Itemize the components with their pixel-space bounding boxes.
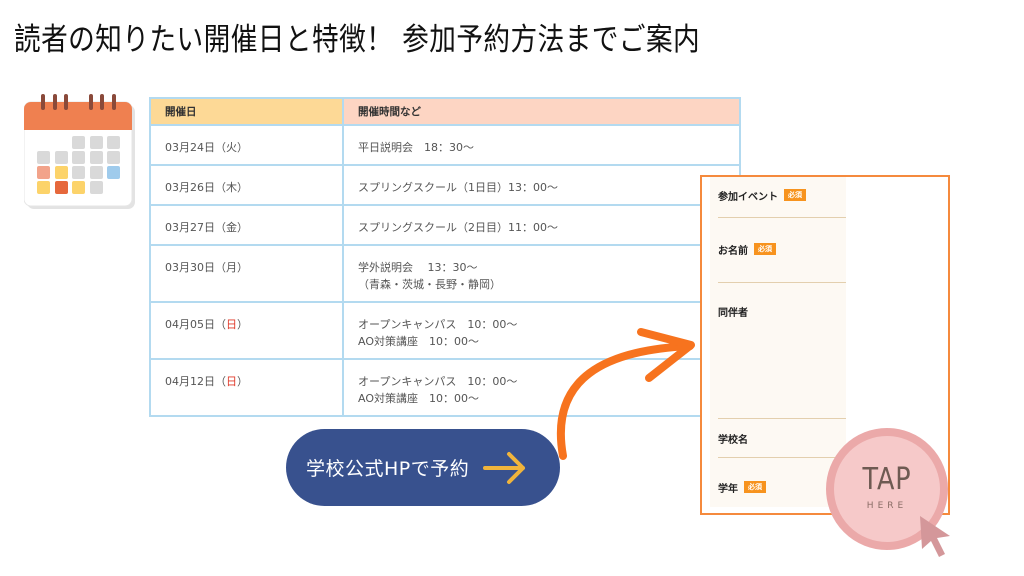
- table-header-row: 開催日 開催時間など: [149, 97, 741, 126]
- event-line: AO対策講座 10：00〜: [358, 392, 479, 405]
- date-text: 03月27日: [165, 221, 215, 234]
- reserve-on-official-site-button[interactable]: 学校公式HPで予約: [286, 429, 560, 506]
- event-line: 学外説明会 13：30〜: [358, 261, 478, 274]
- form-field-event: 参加イベント 必須: [718, 187, 846, 203]
- date-text: 03月30日: [165, 261, 215, 274]
- arrow-right-icon: [483, 451, 526, 484]
- form-field-name: お名前 必須: [718, 241, 846, 257]
- time-cell: 学外説明会 13：30〜 （青森・茨城・長野・静岡）: [342, 244, 741, 303]
- time-cell: オープンキャンパス 10：00〜 AO対策講座 10：00〜: [342, 358, 741, 417]
- weekday-text: （木）: [215, 181, 248, 194]
- divider: [718, 282, 846, 283]
- reserve-button-label: 学校公式HPで予約: [306, 458, 470, 480]
- tap-subtitle: HERE: [866, 501, 908, 511]
- table-row: 04月12日（日） オープンキャンパス 10：00〜 AO対策講座 10：00〜: [149, 358, 741, 417]
- header-time: 開催時間など: [342, 97, 741, 126]
- form-field-school: 学校名: [718, 430, 846, 446]
- weekday-sunday: 日: [226, 375, 237, 388]
- event-line: スプリングスクール（1日目）13：00〜: [358, 181, 558, 194]
- table-row: 03月26日（木） スプリングスクール（1日目）13：00〜: [149, 164, 741, 206]
- form-label-column: [710, 177, 846, 507]
- weekday-sunday: 日: [226, 318, 237, 331]
- event-line: オープンキャンパス 10：00〜: [358, 375, 518, 388]
- required-badge: 必須: [744, 481, 766, 493]
- form-field-companion: 同伴者: [718, 303, 846, 319]
- event-line: AO対策講座 10：00〜: [358, 335, 479, 348]
- event-line: オープンキャンパス 10：00〜: [358, 318, 518, 331]
- weekday-text: （火）: [215, 141, 248, 154]
- cursor-pointer-icon: [920, 516, 950, 557]
- date-cell: 04月05日（日）: [149, 301, 344, 360]
- date-cell: 03月30日（月）: [149, 244, 344, 303]
- weekday-text: （金）: [215, 221, 248, 234]
- tap-title: TAP: [862, 462, 912, 497]
- weekday-text: （月）: [215, 261, 248, 274]
- date-cell: 03月27日（金）: [149, 204, 344, 246]
- table-row: 03月30日（月） 学外説明会 13：30〜 （青森・茨城・長野・静岡）: [149, 244, 741, 303]
- tap-circle: [826, 428, 948, 550]
- required-badge: 必須: [754, 243, 776, 255]
- tap-here-button[interactable]: TAP HERE: [826, 428, 954, 562]
- table-row: 03月24日（火） 平日説明会 18：30〜: [149, 124, 741, 166]
- weekday-paren: ）: [237, 375, 248, 388]
- time-cell: スプリングスクール（1日目）13：00〜: [342, 164, 741, 206]
- form-field-grade: 学年 必須: [718, 479, 846, 495]
- required-badge: 必須: [784, 189, 806, 201]
- event-line: スプリングスクール（2日目）11：00〜: [358, 221, 558, 234]
- table-row: 03月27日（金） スプリングスクール（2日目）11：00〜: [149, 204, 741, 246]
- weekday-paren: （: [215, 375, 226, 388]
- time-cell: スプリングスクール（2日目）11：00〜: [342, 204, 741, 246]
- divider: [718, 217, 846, 218]
- event-line: 平日説明会 18：30〜: [358, 141, 474, 154]
- divider: [718, 457, 846, 458]
- time-cell: 平日説明会 18：30〜: [342, 124, 741, 166]
- curved-arrow-icon: [556, 328, 695, 460]
- date-cell: 03月24日（火）: [149, 124, 344, 166]
- weekday-paren: （: [215, 318, 226, 331]
- date-text: 04月12日: [165, 375, 215, 388]
- date-cell: 04月12日（日）: [149, 358, 344, 417]
- field-label: 学校名: [718, 434, 748, 446]
- date-cell: 03月26日（木）: [149, 164, 344, 206]
- header-date: 開催日: [149, 97, 344, 126]
- date-text: 04月05日: [165, 318, 215, 331]
- field-label: 学年: [718, 483, 738, 495]
- schedule-table: 開催日 開催時間など 03月24日（火） 平日説明会 18：30〜 03月26日…: [149, 97, 741, 417]
- field-label: 同伴者: [718, 307, 748, 319]
- date-text: 03月24日: [165, 141, 215, 154]
- field-label: お名前: [718, 245, 748, 257]
- weekday-paren: ）: [237, 318, 248, 331]
- date-text: 03月26日: [165, 181, 215, 194]
- event-line: （青森・茨城・長野・静岡）: [358, 278, 501, 291]
- calendar-icon: [24, 94, 135, 209]
- field-label: 参加イベント: [718, 191, 778, 203]
- page-title: 読者の知りたい開催日と特徴！ 参加予約方法までご案内: [14, 22, 701, 58]
- divider: [718, 418, 846, 419]
